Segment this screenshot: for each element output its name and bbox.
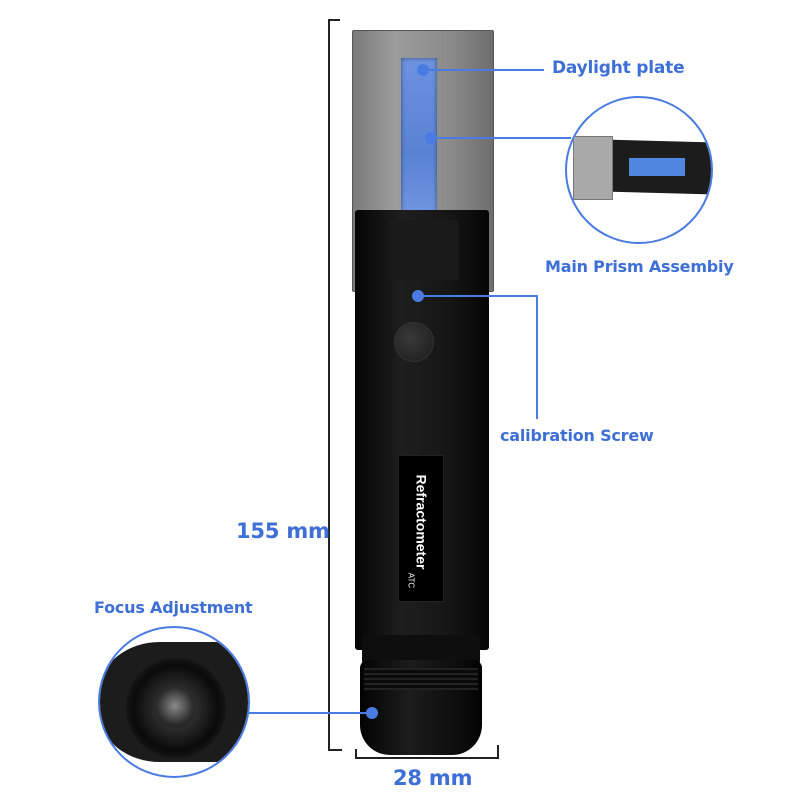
width-dimension-left-tick <box>355 749 357 759</box>
focus-adjustment-leader <box>247 712 372 714</box>
eyepiece <box>360 660 482 755</box>
product-name-text: Refractometer <box>413 474 430 570</box>
calibration-screw-leader-v <box>536 295 538 419</box>
calibration-screw-label: calibration Screw <box>500 426 654 445</box>
prism-inset-metal <box>573 136 613 200</box>
focus-adjustment-inset-circle <box>98 626 250 778</box>
height-dimension-label: 155 mm <box>236 519 330 543</box>
main-prism-leader <box>431 137 571 139</box>
main-prism-label: Main Prism Assembiy <box>545 257 734 276</box>
prism-block <box>390 220 458 280</box>
focus-adjustment-label: Focus Adjustment <box>94 598 253 617</box>
refractometer-device: Refractometer ATC <box>340 20 510 760</box>
eyepiece-ridges <box>364 668 478 690</box>
calibration-screw <box>394 322 434 362</box>
product-subtitle-text: ATC <box>406 572 416 589</box>
width-dimension-label: 28 mm <box>393 766 473 790</box>
focus-adjustment-marker <box>366 707 378 719</box>
height-dimension-top-tick <box>328 19 340 21</box>
main-prism-inset-circle <box>565 96 713 244</box>
product-label-plate: Refractometer ATC <box>398 455 444 602</box>
width-dimension-right-tick <box>497 745 499 758</box>
daylight-plate-leader <box>423 69 544 71</box>
height-dimension-line <box>328 19 330 750</box>
height-dimension-bottom-tick <box>328 749 342 751</box>
prism-inset-window <box>629 158 685 176</box>
daylight-plate-label: Daylight plate <box>552 58 685 78</box>
width-dimension-line <box>356 757 499 759</box>
eyepiece-inset-lens <box>155 688 195 728</box>
calibration-screw-leader-h <box>418 295 538 297</box>
